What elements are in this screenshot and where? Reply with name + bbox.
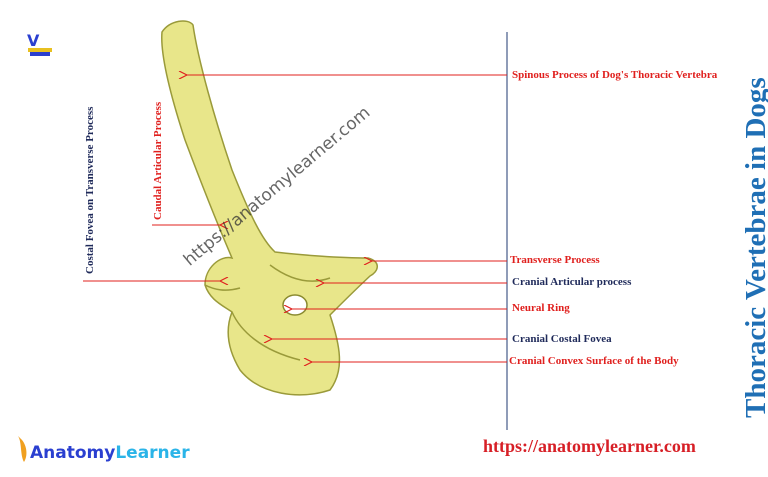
page-title: Thoracic Vertebrae in Dogs	[740, 77, 768, 418]
label-cranial-costal-fovea: Cranial Costal Fovea	[512, 333, 612, 345]
label-spinous-process: Spinous Process of Dog's Thoracic Verteb…	[512, 69, 718, 81]
label-cranial-articular-process: Cranial Articular process	[512, 276, 632, 288]
brand-figure-icon	[18, 436, 27, 462]
label-transverse-process: Transverse Process	[510, 254, 600, 266]
neural-ring-hole	[282, 294, 308, 316]
brand-logo: AnatomyLearner	[30, 443, 190, 463]
brand-part1: Anatomy	[30, 443, 116, 463]
label-caudal-articular-process: Caudal Articular Process	[152, 101, 164, 220]
leader-arrows	[83, 75, 507, 362]
brand-part2: Learner	[115, 443, 190, 463]
svg-text:V: V	[27, 31, 40, 50]
label-costal-fovea-transverse: Costal Fovea on Transverse Process	[84, 106, 96, 274]
label-cranial-convex-surface: Cranial Convex Surface of the Body	[509, 355, 679, 367]
logo-icon: V	[27, 31, 52, 56]
label-neural-ring: Neural Ring	[512, 302, 570, 314]
website-url: https://anatomylearner.com	[483, 436, 696, 456]
